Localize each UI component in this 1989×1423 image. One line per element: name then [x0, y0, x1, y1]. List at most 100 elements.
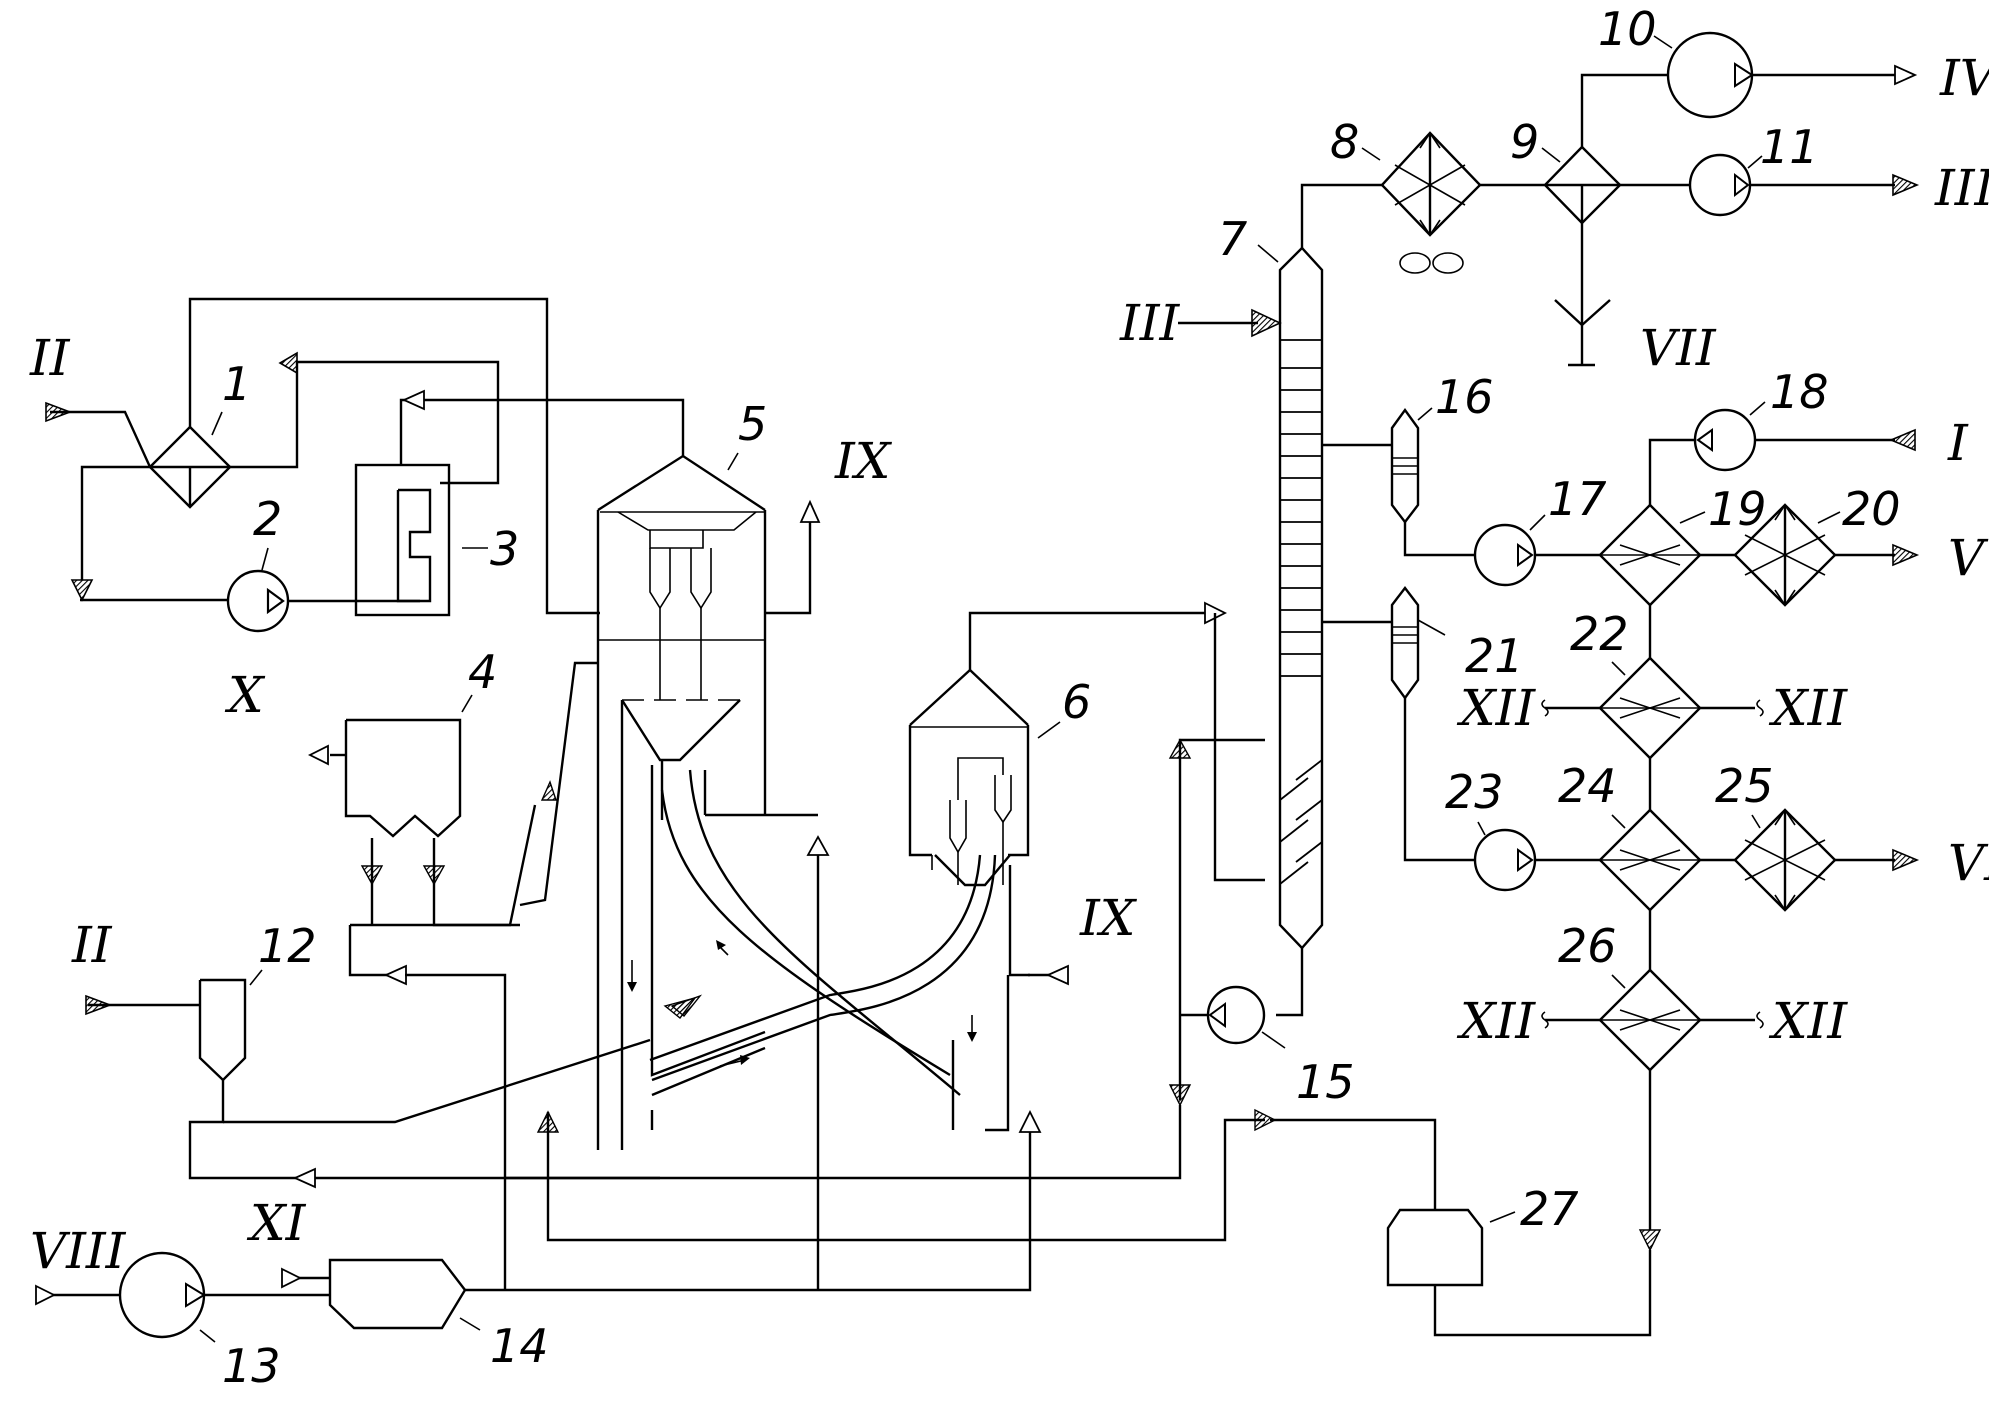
label-19: 19: [1708, 482, 1767, 536]
cooler-25: [1733, 808, 1837, 912]
compressor-13: [118, 1251, 206, 1339]
stream-label-ii-mid: II: [71, 916, 113, 974]
label-6: 6: [1062, 675, 1091, 729]
label-3: 3: [490, 522, 519, 576]
pump-2: [226, 569, 290, 633]
label-14: 14: [490, 1319, 549, 1373]
furnace-3: [354, 463, 451, 617]
label-18: 18: [1770, 365, 1829, 419]
stream-ix-outlet-arrow: [799, 499, 821, 523]
heat-exchanger-22: [1598, 656, 1702, 760]
heat-exchanger-26: [1598, 968, 1702, 1072]
stream-label-iii-out: III: [1934, 159, 1989, 217]
stream-label-vii: VII: [1640, 319, 1717, 377]
vessel-14: [328, 1258, 467, 1330]
label-24: 24: [1558, 759, 1617, 813]
stream-label-ix-mid: IX: [1079, 889, 1138, 947]
label-26: 26: [1558, 919, 1617, 973]
label-20: 20: [1842, 482, 1901, 536]
stream-v-outlet-arrow: [1892, 543, 1920, 567]
stream-label-i: I: [1947, 414, 1969, 472]
flow-arrow-down: [70, 579, 94, 602]
stream-label-iv: IV: [1939, 49, 1989, 107]
stream-iii-outlet-arrow: [1892, 173, 1920, 197]
stream-label-xii-1: XII: [1456, 679, 1536, 737]
reactor-5: [596, 454, 767, 1150]
flow-arrow-up: [1168, 738, 1192, 759]
stream-ix-inlet-arrow: [1045, 964, 1069, 986]
pump-18: [1693, 408, 1757, 472]
cooler-20: [1733, 503, 1837, 607]
label-8: 8: [1330, 115, 1359, 169]
flow-arrow-right: [1254, 1108, 1277, 1132]
heat-exchanger-19: [1598, 503, 1702, 607]
flow-arrow-left-open: [383, 964, 407, 986]
label-17: 17: [1548, 472, 1607, 526]
label-2: 2: [253, 492, 282, 546]
compressor-10: [1666, 31, 1754, 119]
vessel-4: [330, 718, 462, 838]
label-9: 9: [1510, 115, 1539, 169]
stream-viii-inlet-arrow: [35, 1284, 57, 1306]
flow-arrow-up-open: [806, 835, 830, 856]
flow-arrow-left-open: [401, 389, 425, 411]
label-12: 12: [258, 919, 317, 973]
pump-23: [1473, 828, 1537, 892]
tank-27: [1386, 1208, 1484, 1287]
stream-label-x: X: [224, 666, 266, 724]
stream-label-viii: VIII: [30, 1222, 127, 1280]
stripper-21: [1390, 586, 1420, 701]
stream-label-ix-top: IX: [834, 432, 893, 490]
label-10: 10: [1598, 2, 1657, 56]
label-13: 13: [222, 1339, 281, 1393]
pump-15: [1206, 985, 1266, 1045]
flow-arrow-up-open: [1018, 1109, 1042, 1133]
fractionator-7: [1278, 246, 1324, 950]
label-1: 1: [222, 357, 251, 411]
label-27: 27: [1520, 1182, 1579, 1236]
condenser-8: [1380, 131, 1482, 274]
label-4: 4: [468, 645, 497, 699]
stream-label-ii-top: II: [29, 329, 71, 387]
pump-11: [1688, 153, 1752, 217]
flow-arrow-up: [536, 1110, 560, 1133]
stripper-16: [1390, 407, 1420, 524]
stream-vi-outlet-arrow: [1892, 848, 1920, 872]
stream-label-xii-4: XII: [1768, 992, 1848, 1050]
stream-label-xii-2: XII: [1768, 679, 1848, 737]
flow-arrow-left: [278, 351, 298, 375]
regenerator-6: [908, 668, 1030, 1132]
stream-label-v: V: [1948, 529, 1989, 587]
stream-label-vi: VI: [1948, 834, 1989, 892]
label-5: 5: [738, 397, 767, 451]
label-25: 25: [1715, 759, 1774, 813]
stream-iv-outlet-arrow: [1894, 64, 1918, 86]
label-11: 11: [1760, 120, 1819, 174]
stream-ii-inlet-arrow: [45, 401, 73, 423]
stream-iii-inlet-arrow: [1251, 308, 1282, 338]
label-21: 21: [1465, 629, 1524, 683]
flow-arrow-down: [1168, 1084, 1192, 1107]
label-16: 16: [1435, 370, 1494, 424]
label-23: 23: [1445, 765, 1504, 819]
flow-arrow-up: [540, 780, 557, 801]
stream-labels: II II X IX IX VIII XI III VII IV III I V…: [29, 49, 1989, 1280]
flow-arrow-down: [1638, 1229, 1662, 1252]
stream-i-inlet-arrow: [1888, 428, 1916, 452]
stream-label-xi: XI: [246, 1194, 307, 1252]
label-7: 7: [1218, 212, 1247, 266]
heat-exchanger-24: [1598, 808, 1702, 912]
label-22: 22: [1570, 607, 1629, 661]
label-15: 15: [1296, 1055, 1355, 1109]
stream-x-outlet-arrow: [307, 744, 329, 766]
pump-17: [1473, 523, 1537, 587]
flow-arrow-left-open: [292, 1167, 316, 1189]
stream-label-iii-in: III: [1119, 294, 1181, 352]
stream-label-xii-3: XII: [1456, 992, 1536, 1050]
cyclone-12: [198, 978, 247, 1082]
equipment-labels: 1 2 3 4 5 6 7 8 9 10 11 12 13 14 15 16 1…: [199, 2, 1901, 1393]
stream-ii-inlet-arrow: [85, 994, 113, 1016]
stream-xi-inlet-arrow: [281, 1267, 303, 1289]
heat-exchanger-1: [148, 425, 232, 509]
